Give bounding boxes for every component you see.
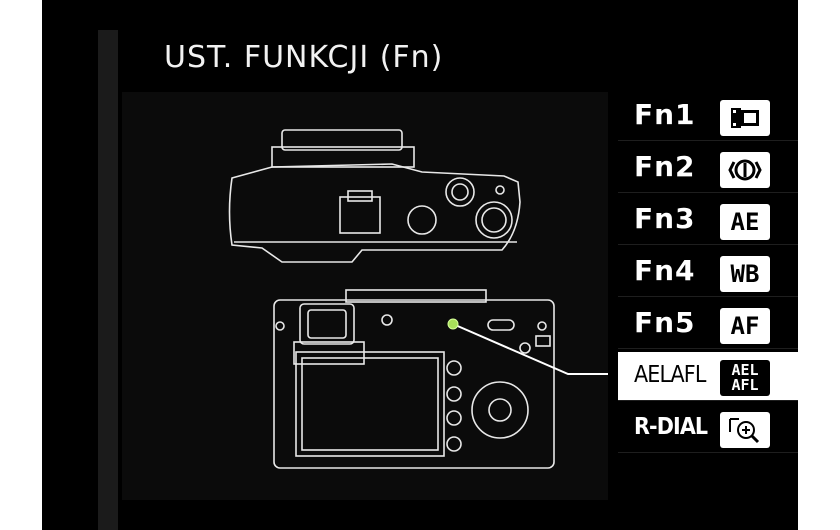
zoom-focus-icon	[720, 412, 770, 448]
bracketing-icon	[720, 152, 770, 188]
connector-line	[452, 323, 608, 375]
menu-item-label: Fn1	[634, 98, 696, 131]
menu-item-fn5[interactable]: Fn5 AF	[618, 300, 798, 349]
menu-item-r-dial[interactable]: R-DIAL	[618, 404, 798, 453]
menu-item-label: Fn4	[634, 254, 696, 287]
icon-text: AF	[730, 312, 760, 340]
menu-item-label: AELAFL	[634, 362, 706, 388]
icon-text: WB	[730, 260, 760, 288]
camera-diagram-panel	[122, 92, 608, 500]
page-title: UST. FUNKCJI (Fn)	[164, 40, 444, 75]
menu-item-label: R-DIAL	[634, 414, 708, 440]
left-divider	[98, 30, 118, 530]
wb-icon: WB	[720, 256, 770, 292]
icon-text-bottom: AFL	[731, 376, 759, 394]
function-menu: Fn1 Fn2	[618, 92, 798, 456]
camera-diagram	[228, 129, 608, 469]
menu-item-fn4[interactable]: Fn4 WB	[618, 248, 798, 297]
menu-item-label: Fn5	[634, 306, 696, 339]
ael-afl-button-indicator	[447, 318, 459, 330]
menu-item-fn2[interactable]: Fn2	[618, 144, 798, 193]
ae-icon: AE	[720, 204, 770, 240]
camera-back-view	[273, 289, 555, 469]
menu-item-fn1[interactable]: Fn1	[618, 92, 798, 141]
icon-text-top: AEL	[731, 361, 759, 379]
menu-item-fn3[interactable]: Fn3 AE	[618, 196, 798, 245]
camera-screen: UST. FUNKCJI (Fn)	[42, 0, 798, 530]
menu-item-label: Fn3	[634, 202, 696, 235]
camera-top-view	[228, 129, 521, 263]
film-simulation-icon	[720, 100, 770, 136]
icon-text: AE	[730, 208, 760, 236]
af-icon: AF	[720, 308, 770, 344]
menu-item-ael-afl[interactable]: AELAFL AEL AFL	[618, 352, 798, 401]
menu-item-label: Fn2	[634, 150, 696, 183]
ael-afl-icon: AEL AFL	[720, 360, 770, 396]
